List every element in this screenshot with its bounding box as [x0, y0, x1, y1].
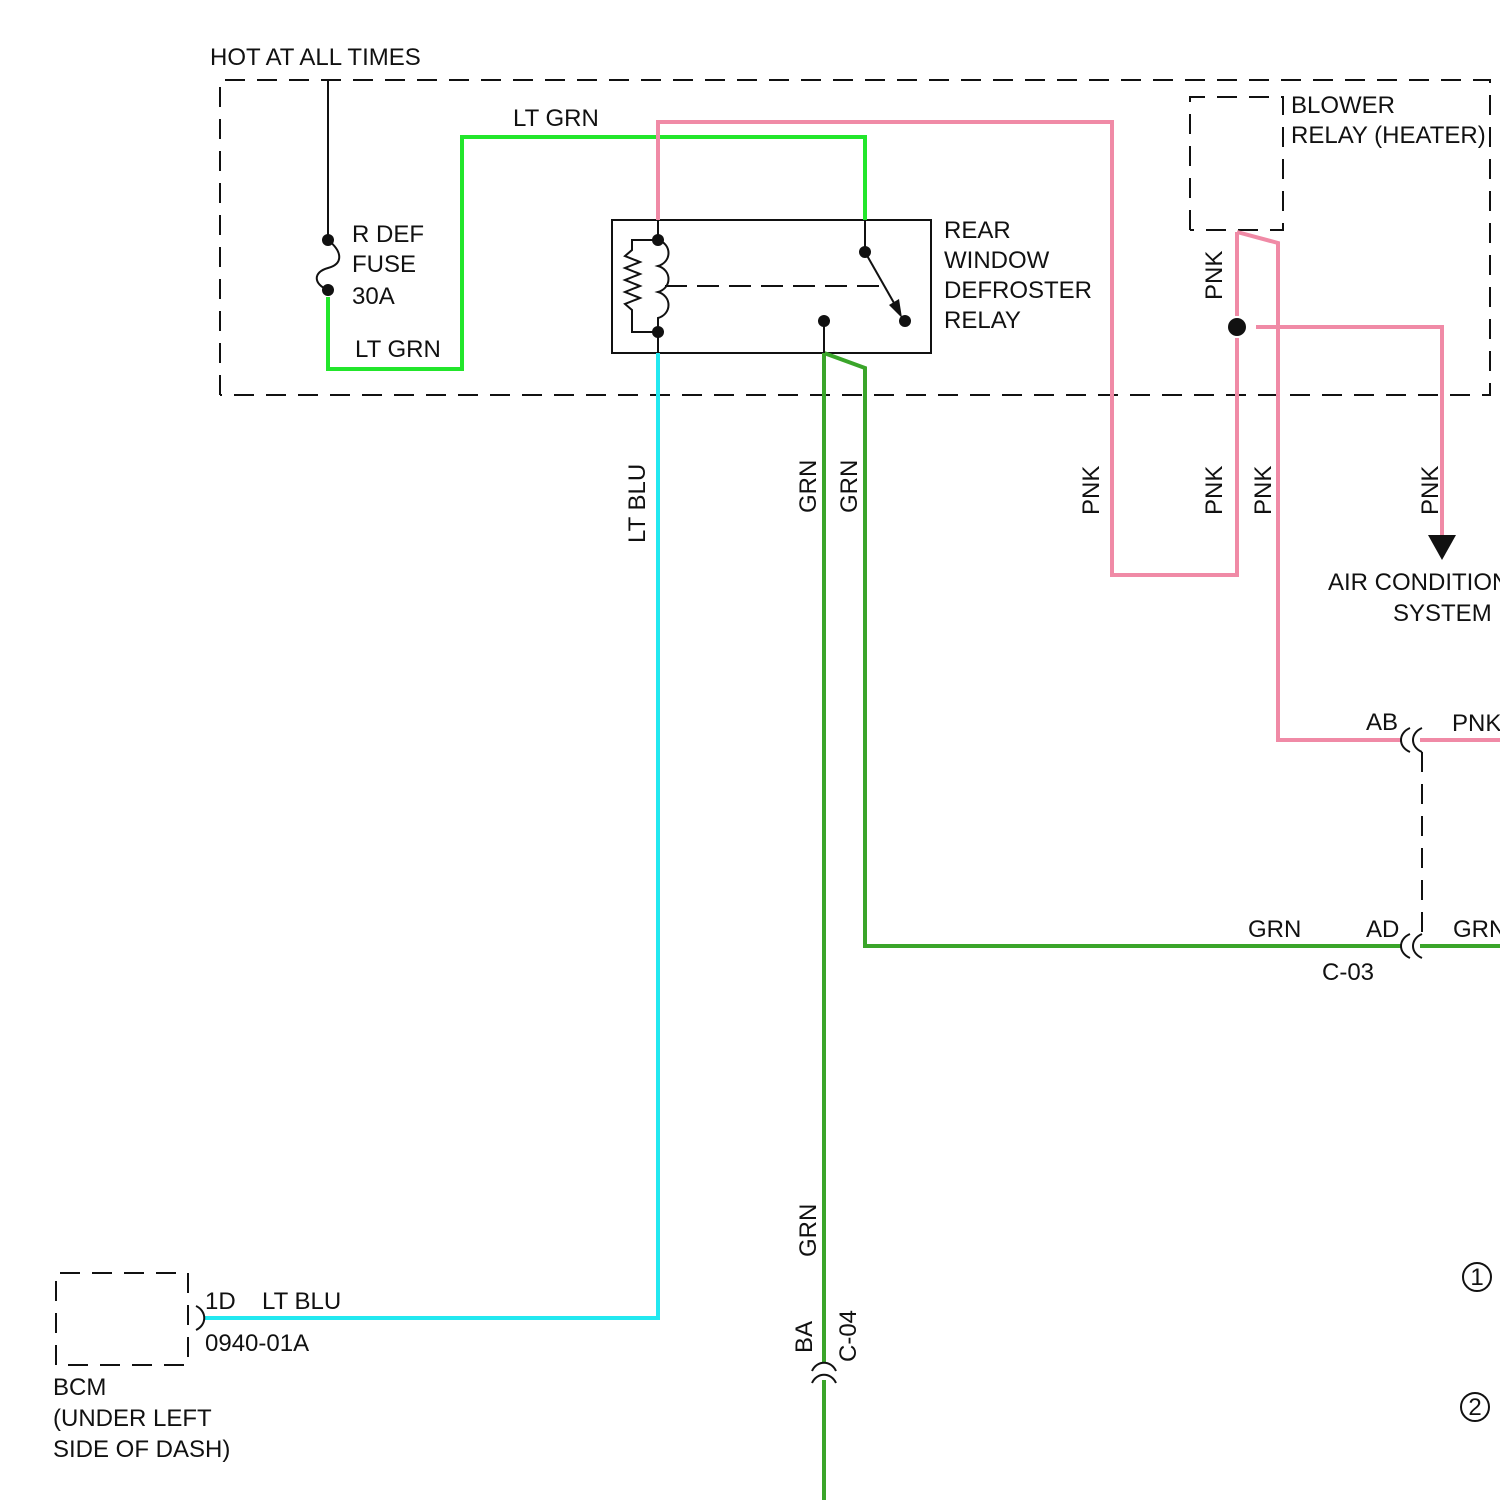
- bcm-pin-symbol: [196, 1306, 204, 1330]
- label-grn-right: GRN: [836, 460, 863, 513]
- relay-coil-left-lead: [625, 240, 658, 332]
- label-relay-name-1: REAR: [944, 217, 1011, 244]
- label-bcm-3: SIDE OF DASH): [53, 1436, 230, 1463]
- label-blower-2: RELAY (HEATER): [1291, 122, 1486, 149]
- wire-lt-blu: [204, 353, 658, 1318]
- relay-contact-no: [899, 315, 911, 327]
- ac-arrow-icon: [1428, 535, 1456, 560]
- label-fuse-type: FUSE: [352, 251, 416, 278]
- label-ab: AB: [1366, 709, 1398, 736]
- label-fuse-rating: 30A: [352, 283, 395, 310]
- relay-switch-arm: [865, 252, 898, 310]
- fuse-terminal-bottom: [322, 284, 334, 296]
- label-lt-blu-bcm: LT BLU: [262, 1288, 341, 1315]
- label-ac-2: SYSTEM: [1393, 600, 1492, 627]
- label-pnk-4: PNK: [1417, 466, 1444, 515]
- label-c04: C-04: [835, 1310, 862, 1362]
- label-lt-grn-bottom: LT GRN: [355, 336, 441, 363]
- label-pnk-2: PNK: [1201, 466, 1228, 515]
- label-ba: BA: [791, 1321, 818, 1353]
- relay-coil-terminal-bottom: [652, 326, 664, 338]
- label-grn-ad-left: GRN: [1248, 916, 1301, 943]
- fuse-element: [317, 240, 340, 290]
- connector-ab-symbol: [1401, 728, 1422, 752]
- label-relay-name-4: RELAY: [944, 307, 1021, 334]
- label-bcm-2: (UNDER LEFT: [53, 1405, 212, 1432]
- label-blower-1: BLOWER: [1291, 92, 1395, 119]
- wire-pnk-relay-feed: [658, 122, 1237, 575]
- relay-switch-arrow: [889, 299, 902, 318]
- label-fuse-name: R DEF: [352, 221, 424, 248]
- label-pin-1d: 1D: [205, 1288, 236, 1315]
- fuse-terminal-top: [322, 234, 334, 246]
- label-bcm-code: 0940-01A: [205, 1330, 309, 1357]
- bcm-outline: [56, 1273, 188, 1365]
- label-pnk-1: PNK: [1078, 466, 1105, 515]
- label-relay-name-2: WINDOW: [944, 247, 1050, 274]
- label-ac-1: AIR CONDITIONING: [1328, 569, 1500, 596]
- label-grn-ad-right: GRN: [1453, 916, 1500, 943]
- label-pnk-3: PNK: [1250, 466, 1277, 515]
- label-ad: AD: [1366, 916, 1399, 943]
- label-hot-at-all-times: HOT AT ALL TIMES: [210, 44, 421, 71]
- label-grn-left: GRN: [795, 460, 822, 513]
- connector-ba-symbol: [812, 1363, 836, 1383]
- label-note-1: 1: [1470, 1264, 1483, 1291]
- pnk-splice-dot: [1228, 318, 1246, 336]
- label-relay-name-3: DEFROSTER: [944, 277, 1092, 304]
- label-lt-blu-vertical: LT BLU: [624, 464, 651, 543]
- label-lt-grn-top: LT GRN: [513, 105, 599, 132]
- label-note-2: 2: [1468, 1394, 1481, 1421]
- label-pnk-relay: PNK: [1201, 251, 1228, 300]
- wire-pnk-ac: [1256, 327, 1442, 540]
- relay-coil-terminal-top: [652, 234, 664, 246]
- connector-ad-symbol: [1401, 934, 1422, 958]
- blower-relay-outline: [1190, 97, 1283, 230]
- label-pnk-ab: PNK: [1452, 710, 1500, 737]
- label-bcm-1: BCM: [53, 1374, 106, 1401]
- label-grn-lower: GRN: [795, 1204, 822, 1257]
- label-c03: C-03: [1322, 959, 1374, 986]
